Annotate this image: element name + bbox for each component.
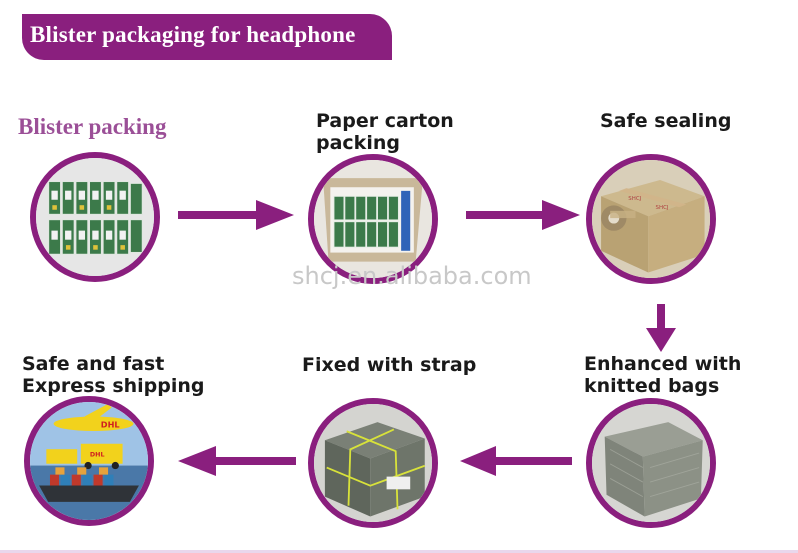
- svg-text:SHCJ: SHCJ: [656, 205, 669, 211]
- svg-text:SHCJ: SHCJ: [628, 196, 641, 202]
- page-title: Blister packaging for headphone: [30, 22, 356, 47]
- arrow-right-icon: [466, 200, 580, 230]
- step-label-safe-sealing: Safe sealing: [600, 110, 732, 132]
- shipping-icon: DHL DHL: [30, 402, 148, 520]
- strapped-box-icon: [314, 404, 432, 522]
- sealed-box-icon: SHCJ SHCJ: [592, 160, 710, 278]
- watermark: shcj.en.alibaba.com: [292, 262, 532, 290]
- knitted-bag-icon: [592, 404, 710, 522]
- step-image-strap: [308, 398, 438, 528]
- step-label-shipping: Safe and fast Express shipping: [22, 353, 205, 397]
- carton-icon: [314, 160, 432, 278]
- step-label-line: Express shipping: [22, 375, 205, 397]
- step-label-line: Paper carton: [316, 110, 454, 132]
- step-label-line: Enhanced with: [584, 353, 742, 375]
- svg-text:DHL: DHL: [101, 419, 120, 429]
- step-label-paper-carton: Paper carton packing: [316, 110, 454, 154]
- step-label-line: Safe and fast: [22, 353, 165, 375]
- step-image-safe-sealing: SHCJ SHCJ: [586, 154, 716, 284]
- step-image-blister-packing: [30, 152, 160, 282]
- arrow-down-icon: [646, 304, 676, 352]
- step-label-line: packing: [316, 132, 400, 154]
- step-label-blister-packing: Blister packing: [18, 114, 167, 139]
- bottom-divider: [0, 550, 798, 553]
- step-image-knitted-bags: [586, 398, 716, 528]
- blister-pack-icon: [36, 158, 154, 276]
- arrow-left-icon: [460, 446, 572, 476]
- step-label-knitted-bags: Enhanced with knitted bags: [584, 353, 741, 397]
- svg-text:DHL: DHL: [90, 451, 105, 458]
- step-label-line: knitted bags: [584, 375, 720, 397]
- arrow-left-icon: [178, 446, 296, 476]
- arrow-right-icon: [178, 200, 294, 230]
- step-image-paper-carton: [308, 154, 438, 284]
- step-label-strap: Fixed with strap: [302, 354, 477, 376]
- step-image-shipping: DHL DHL: [24, 396, 154, 526]
- title-banner: Blister packaging for headphone: [22, 14, 392, 60]
